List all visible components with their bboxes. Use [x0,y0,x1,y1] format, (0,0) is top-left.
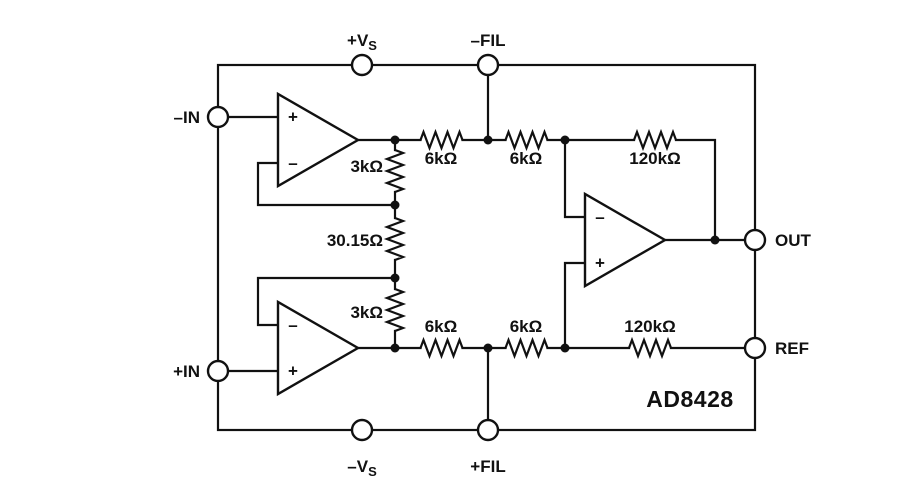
pin-circle-out [743,228,767,252]
resistor-120k-top [632,130,678,150]
opamp-a3-minus-sign: – [595,208,604,227]
junction-dot [710,235,720,245]
pin-label-in-pos: +IN [173,362,200,381]
junction-dot [560,343,570,353]
pin-label-fil-neg: –FIL [471,31,506,50]
pin-label-fil-pos: +FIL [470,457,505,476]
wire-a3-pos-input [563,261,587,350]
pin-terminals [206,53,767,442]
opamp-a1-plus-sign: + [288,108,298,127]
pin-label-vs-neg-main: –V [347,457,368,476]
resistor-label-3k-top: 3kΩ [350,157,383,176]
pin-circle-fil-neg [476,53,500,77]
opamp-a3 [583,191,668,289]
junction-dots [390,135,720,353]
pin-label-vs-pos: +VS [347,31,377,53]
opamp-a2 [276,299,361,397]
resistor-label-3k-bottom: 3kΩ [350,303,383,322]
pin-label-in-neg: –IN [174,108,200,127]
opamp-a2-minus-sign: – [288,316,297,335]
resistor-label-gain: 30.15Ω [327,231,383,250]
junction-dot [390,200,400,210]
junction-dot [390,135,400,145]
resistor-120k-bottom [627,338,673,358]
pin-label-out: OUT [775,231,812,250]
opamps: + – – + – + [276,91,668,397]
resistor-label-120k-bottom: 120kΩ [624,317,675,336]
wire-a2-feedback [256,276,397,327]
wire-a1-feedback [256,161,397,207]
wire-a3-neg-input [563,138,587,219]
pin-circle-in-neg [206,105,230,129]
resistor-6k-bottom-left [419,338,464,358]
pin-circle-ref [743,336,767,360]
opamp-a2-plus-sign: + [288,362,298,381]
resistor-label-6k-top-left: 6kΩ [425,149,458,168]
chip-part-number: AD8428 [646,386,733,412]
junction-dot [390,273,400,283]
junction-dot [560,135,570,145]
resistor-30ohm-gain [385,216,405,262]
resistor-label-6k-bottom-left: 6kΩ [425,317,458,336]
junction-dot [483,135,493,145]
opamp-a1-minus-sign: – [288,154,297,173]
opamp-a1 [276,91,361,189]
labels: +VS –FIL –VS +FIL –IN +IN OUT REF 3kΩ 30… [173,31,811,479]
resistor-6k-top-right [504,130,549,150]
junction-dot [483,343,493,353]
resistor-3k-bottom [385,287,405,333]
pin-label-ref: REF [775,339,809,358]
pin-label-vs-pos-sub: S [368,38,377,53]
pin-label-vs-neg-sub: S [368,464,377,479]
pin-circle-in-pos [206,359,230,383]
pin-circle-vs-neg [350,418,374,442]
pin-circle-vs-pos [350,53,374,77]
resistor-3k-top [385,148,405,194]
resistor-6k-bottom-right [504,338,549,358]
junction-dot [390,343,400,353]
resistor-label-6k-bottom-right: 6kΩ [510,317,543,336]
resistor-label-120k-top: 120kΩ [629,149,680,168]
resistor-label-6k-top-right: 6kΩ [510,149,543,168]
pin-label-vs-pos-main: +V [347,31,369,50]
pin-label-vs-neg: –VS [347,457,377,479]
pin-circle-fil-pos [476,418,500,442]
resistor-6k-top-left [419,130,464,150]
opamp-a3-plus-sign: + [595,254,605,273]
